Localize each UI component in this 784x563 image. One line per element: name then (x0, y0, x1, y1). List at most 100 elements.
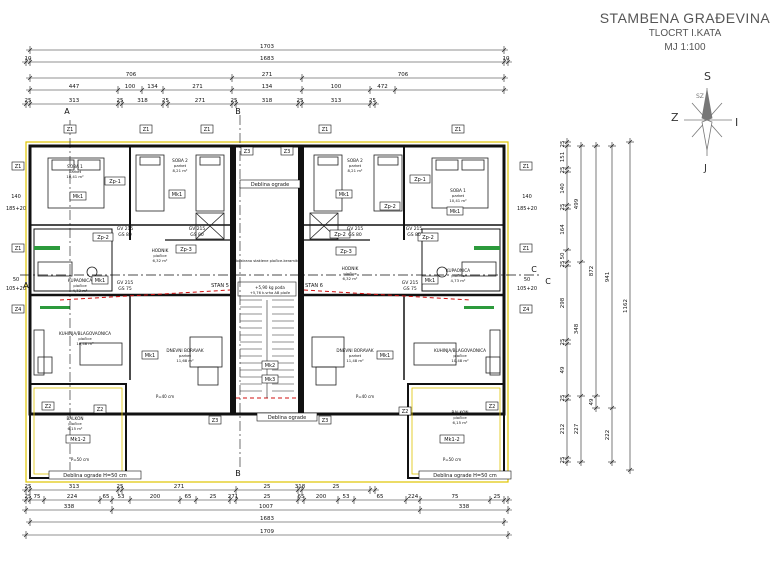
dim-right-1-label: 25 (560, 260, 566, 267)
room-floor: parket (349, 353, 362, 358)
window-tag: Z1 (523, 246, 530, 252)
drawing-subtitle: TLOCRT I.KATA (648, 28, 722, 39)
window-tag: Z2 (45, 404, 52, 410)
dim-bot-1-slash (119, 487, 125, 493)
glass-tag: Zp-2 (384, 204, 396, 210)
room-floor: parket (179, 353, 192, 358)
dim-bot-2-slash (177, 497, 183, 503)
dim-top-4-label: 100 (331, 84, 342, 90)
dim-top-3-label: 706 (398, 72, 409, 78)
glass-tag: Zp-2 (97, 235, 109, 241)
furniture (33, 154, 501, 386)
window-tag: Z1 (143, 127, 150, 133)
dim-right-4-slash (609, 143, 615, 149)
room-name: KUPAONICA (446, 268, 470, 273)
window-tag-box (11, 304, 25, 314)
dim-right-2-slash (578, 259, 584, 265)
dim-top-5-label: 313 (69, 98, 80, 104)
window-tag-box (451, 124, 465, 134)
dim-bot-1-label: 25 (25, 484, 32, 490)
glass-tag-box (104, 176, 126, 186)
room-name: HODNIK (152, 248, 169, 253)
dim-bot-2-label: 25 (264, 494, 271, 500)
dim-bot-4-label: 1683 (260, 516, 274, 522)
gv-label: GS 80 (407, 232, 421, 238)
rail-note: Deblina ograde (268, 415, 306, 421)
dim-right-1-label: 25 (560, 140, 566, 147)
door-tag-box (65, 434, 91, 444)
window-tag-box (318, 124, 332, 134)
dim-bot-5-slash (23, 532, 29, 538)
dim-bot-3-slash (23, 507, 29, 513)
door-tag-box (91, 275, 109, 285)
dim-top-5-slash (160, 101, 166, 107)
window-tag: Z3 (284, 149, 291, 155)
dim-bot-4-slash (27, 519, 33, 525)
rail-note-box (48, 470, 142, 480)
dim-top-5-label: 25 (25, 98, 32, 104)
dim-bot-1-slash (233, 487, 239, 493)
room-name: KUPAONICA (68, 278, 92, 283)
dim-top-4-slash (160, 87, 166, 93)
room-floor: pločice (73, 283, 87, 288)
gv-label: GS 75 (403, 286, 417, 292)
dim-right-1-slash (564, 206, 570, 212)
door-tag: Mk1-2 (70, 437, 85, 443)
dim-right-1-slash (564, 169, 570, 175)
door-tag-box (141, 350, 159, 360)
door-tag: Mk3 (265, 377, 275, 383)
dim-bot-2-label: 75 (452, 494, 459, 500)
dim-bot-1-label: 313 (69, 484, 80, 490)
door-tag-box (446, 206, 464, 216)
dim-bot-1-slash (27, 487, 33, 493)
window-tag-box (318, 415, 332, 425)
dim-top-1-slash (27, 47, 33, 53)
dim-top-5-label: 25 (117, 98, 124, 104)
dim-right-1-slash (564, 337, 570, 343)
dim-bot-2-slash (27, 497, 33, 503)
room-area: 6,15 m² (453, 420, 468, 425)
dim-top-5-slash (229, 101, 235, 107)
glass-tag-box (175, 244, 197, 254)
dim-right-3-label: 49 (589, 398, 595, 405)
room-floor: pločice (451, 273, 465, 278)
room-area: 11,68 m² (176, 358, 194, 363)
dim-right-2-label: 499 (574, 198, 580, 209)
door-tag: Mk2 (265, 363, 275, 369)
dim-bot-2-slash (227, 497, 233, 503)
room-name: DNEVNI BORAVAK (336, 348, 373, 353)
room-area: 6,32 m² (343, 276, 358, 281)
door-tag: Mk1 (425, 278, 435, 284)
compass-north: S (704, 70, 711, 83)
dim-bot-2-slash (301, 497, 307, 503)
plan-notes: obostrano staklene pločice-keramike+5,90… (71, 259, 461, 462)
dim-bot-3-slash (505, 507, 511, 513)
dim-top-2-label: 10 (25, 56, 32, 62)
dim-bot-2-label: 200 (316, 494, 327, 500)
dim-top-5-label: 25 (231, 98, 238, 104)
dim-left-label: 140 (11, 194, 21, 200)
glass-tag: Zp-1 (414, 177, 426, 183)
room-floor: parket (452, 193, 465, 198)
dim-right-1-slash (564, 247, 570, 253)
window-tag-box (63, 124, 77, 134)
room-floor: parket (349, 163, 362, 168)
dim-top-4-label: 271 (192, 84, 203, 90)
room-name: DNEVNI BORAVAK (166, 348, 203, 353)
dim-top-5-slash (299, 101, 305, 107)
dim-bot-1-label: 25 (333, 484, 340, 490)
window-tag: Z2 (97, 407, 104, 413)
dim-top-5-label: 25 (369, 98, 376, 104)
dim-top-3-slash (229, 75, 235, 81)
dim-bot-2-label: 25 (210, 494, 217, 500)
dim-top-5-slash (115, 101, 121, 107)
dim-right-1-label: 140 (560, 183, 566, 194)
door-tag: Mk1 (145, 353, 155, 359)
dim-bot-2-slash (505, 497, 511, 503)
dim-right-1-slash (564, 459, 570, 465)
dim-bot-2-label: 25 (25, 494, 32, 500)
dim-top-5-label: 318 (262, 98, 273, 104)
dim-bot-2-label: 224 (408, 494, 419, 500)
glass-tag-box (335, 246, 357, 256)
dim-top-3-slash (299, 75, 305, 81)
